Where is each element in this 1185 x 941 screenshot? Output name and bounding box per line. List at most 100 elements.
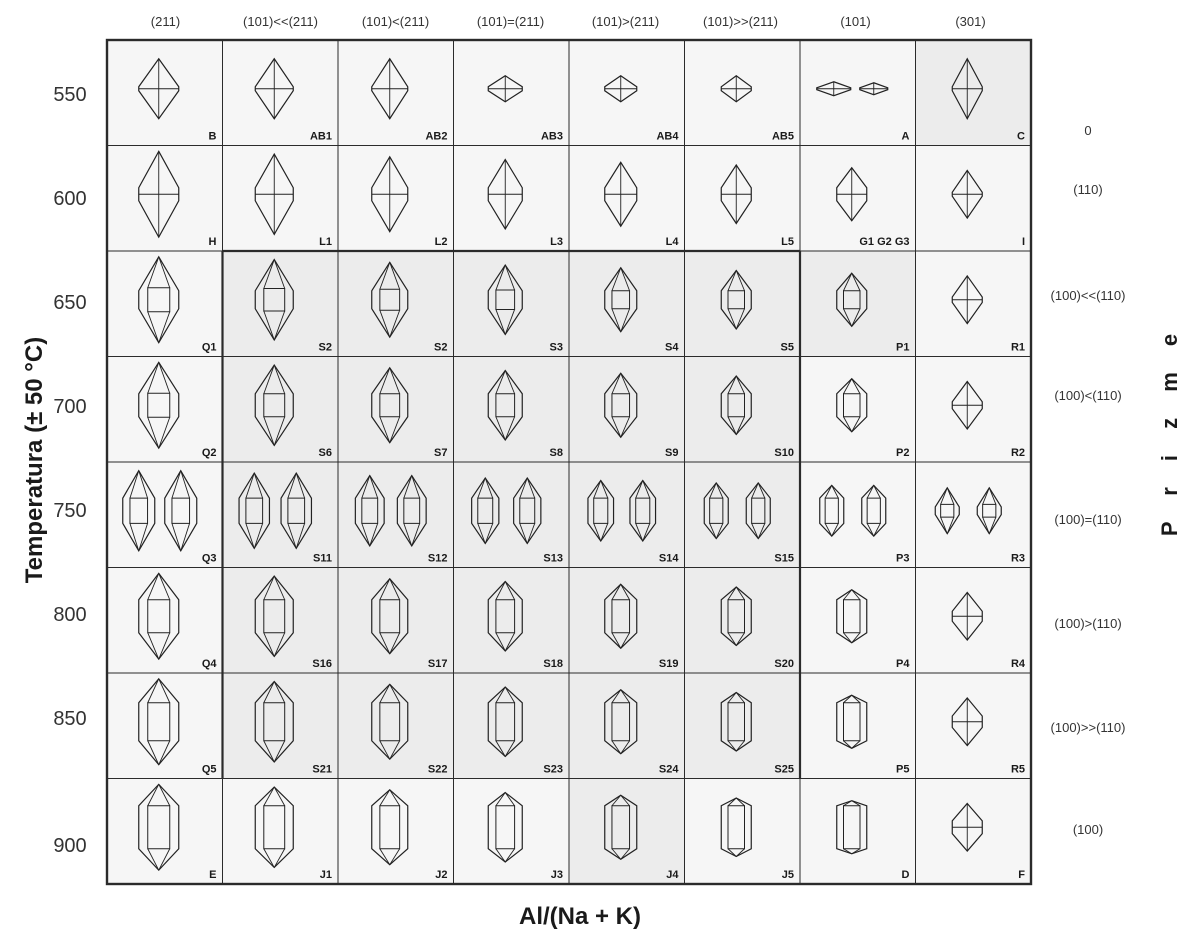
crystal-code: S22	[428, 764, 448, 776]
crystal-cell: S16	[223, 568, 339, 674]
crystal-code: S14	[659, 553, 679, 565]
crystal-code: L2	[435, 236, 448, 248]
crystal-code: S13	[543, 553, 563, 565]
crystal-code: J5	[782, 869, 794, 881]
crystal-cell: R5	[916, 673, 1032, 779]
crystal-cell: A	[800, 40, 916, 146]
crystal-cell: AB2	[338, 40, 454, 146]
crystal-code: S21	[312, 764, 332, 776]
crystal-code: C	[1017, 131, 1025, 143]
crystal-cell: S21	[223, 673, 339, 779]
crystal-cell: E	[107, 779, 223, 885]
crystal-code: S19	[659, 658, 679, 670]
crystal-code: P4	[896, 658, 910, 670]
crystal-cell: Q5	[107, 673, 223, 779]
crystal-cell: J5	[685, 779, 801, 885]
crystal-cell: S17	[338, 568, 454, 674]
crystal-cell: S2	[338, 251, 454, 357]
crystal-code: P2	[896, 447, 909, 459]
crystal-cell: J2	[338, 779, 454, 885]
crystal-code: Q4	[202, 658, 218, 670]
crystal-cell: L5	[685, 146, 801, 252]
crystal-cell: P3	[800, 462, 916, 568]
crystal-cell: S10	[685, 357, 801, 463]
crystal-code: L3	[550, 236, 563, 248]
crystal-code: L5	[781, 236, 794, 248]
crystal-code: P3	[896, 553, 909, 565]
crystal-code: S8	[550, 447, 563, 459]
crystal-code: H	[209, 236, 217, 248]
crystal-cell: Q3	[107, 462, 223, 568]
crystal-cell: P5	[800, 673, 916, 779]
crystal-cell: AB3	[454, 40, 570, 146]
crystal-code: J3	[551, 869, 563, 881]
crystal-code: Q2	[202, 447, 217, 459]
crystal-code: AB5	[772, 131, 794, 143]
crystal-code: S15	[774, 553, 794, 565]
crystal-code: P1	[896, 342, 909, 354]
crystal-code: A	[902, 131, 910, 143]
crystal-cell: S7	[338, 357, 454, 463]
crystal-cell: S18	[454, 568, 570, 674]
crystal-cell: S25	[685, 673, 801, 779]
crystal-cell: S23	[454, 673, 570, 779]
crystal-code: S20	[774, 658, 794, 670]
crystal-code: D	[902, 869, 910, 881]
crystal-cell: S2	[223, 251, 339, 357]
crystal-cell: G1 G2 G3	[800, 146, 916, 252]
crystal-code: S16	[312, 658, 332, 670]
crystal-code: S17	[428, 658, 448, 670]
crystal-cell: S15	[685, 462, 801, 568]
crystal-code: S2	[319, 342, 332, 354]
crystal-code: S10	[774, 447, 794, 459]
crystal-code: AB3	[541, 131, 563, 143]
crystal-code: J2	[435, 869, 447, 881]
crystal-cell: C	[916, 40, 1032, 146]
crystal-cell: Q4	[107, 568, 223, 674]
crystal-code: P5	[896, 764, 909, 776]
crystal-cell: L3	[454, 146, 570, 252]
crystal-code: S18	[543, 658, 563, 670]
crystal-cell: S19	[569, 568, 685, 674]
crystal-cell: L4	[569, 146, 685, 252]
crystal-code: R1	[1011, 342, 1025, 354]
crystal-code: S9	[665, 447, 678, 459]
crystal-code: F	[1018, 869, 1025, 881]
crystal-code: AB4	[656, 131, 679, 143]
crystal-code: J4	[666, 869, 679, 881]
crystal-cell: B	[107, 40, 223, 146]
crystal-code: R2	[1011, 447, 1025, 459]
crystal-code: S7	[434, 447, 447, 459]
crystal-cell: L1	[223, 146, 339, 252]
crystal-code: Q3	[202, 553, 217, 565]
crystal-cell: D	[800, 779, 916, 885]
crystal-cell: Q1	[107, 251, 223, 357]
crystal-cell: S11	[223, 462, 339, 568]
crystal-cell: P1	[800, 251, 916, 357]
crystal-cell: S13	[454, 462, 570, 568]
crystal-code: R4	[1011, 658, 1026, 670]
crystal-cell: S14	[569, 462, 685, 568]
crystal-cell: S24	[569, 673, 685, 779]
crystal-cell: R3	[916, 462, 1032, 568]
crystal-cell: AB1	[223, 40, 339, 146]
crystal-code: L4	[666, 236, 680, 248]
crystal-code: S6	[319, 447, 332, 459]
crystal-code: S5	[781, 342, 794, 354]
crystal-cell: H	[107, 146, 223, 252]
crystal-cell: R1	[916, 251, 1032, 357]
crystal-cell: L2	[338, 146, 454, 252]
crystal-cell: S6	[223, 357, 339, 463]
crystal-cell: R2	[916, 357, 1032, 463]
crystal-cell: I	[916, 146, 1032, 252]
crystal-cell: R4	[916, 568, 1032, 674]
crystal-code: AB2	[425, 131, 447, 143]
crystal-code: R3	[1011, 553, 1025, 565]
crystal-cell: J4	[569, 779, 685, 885]
crystal-code: S4	[665, 342, 679, 354]
crystal-code: Q1	[202, 342, 217, 354]
crystal-cell: F	[916, 779, 1032, 885]
crystal-cell: P4	[800, 568, 916, 674]
crystal-cell: AB5	[685, 40, 801, 146]
